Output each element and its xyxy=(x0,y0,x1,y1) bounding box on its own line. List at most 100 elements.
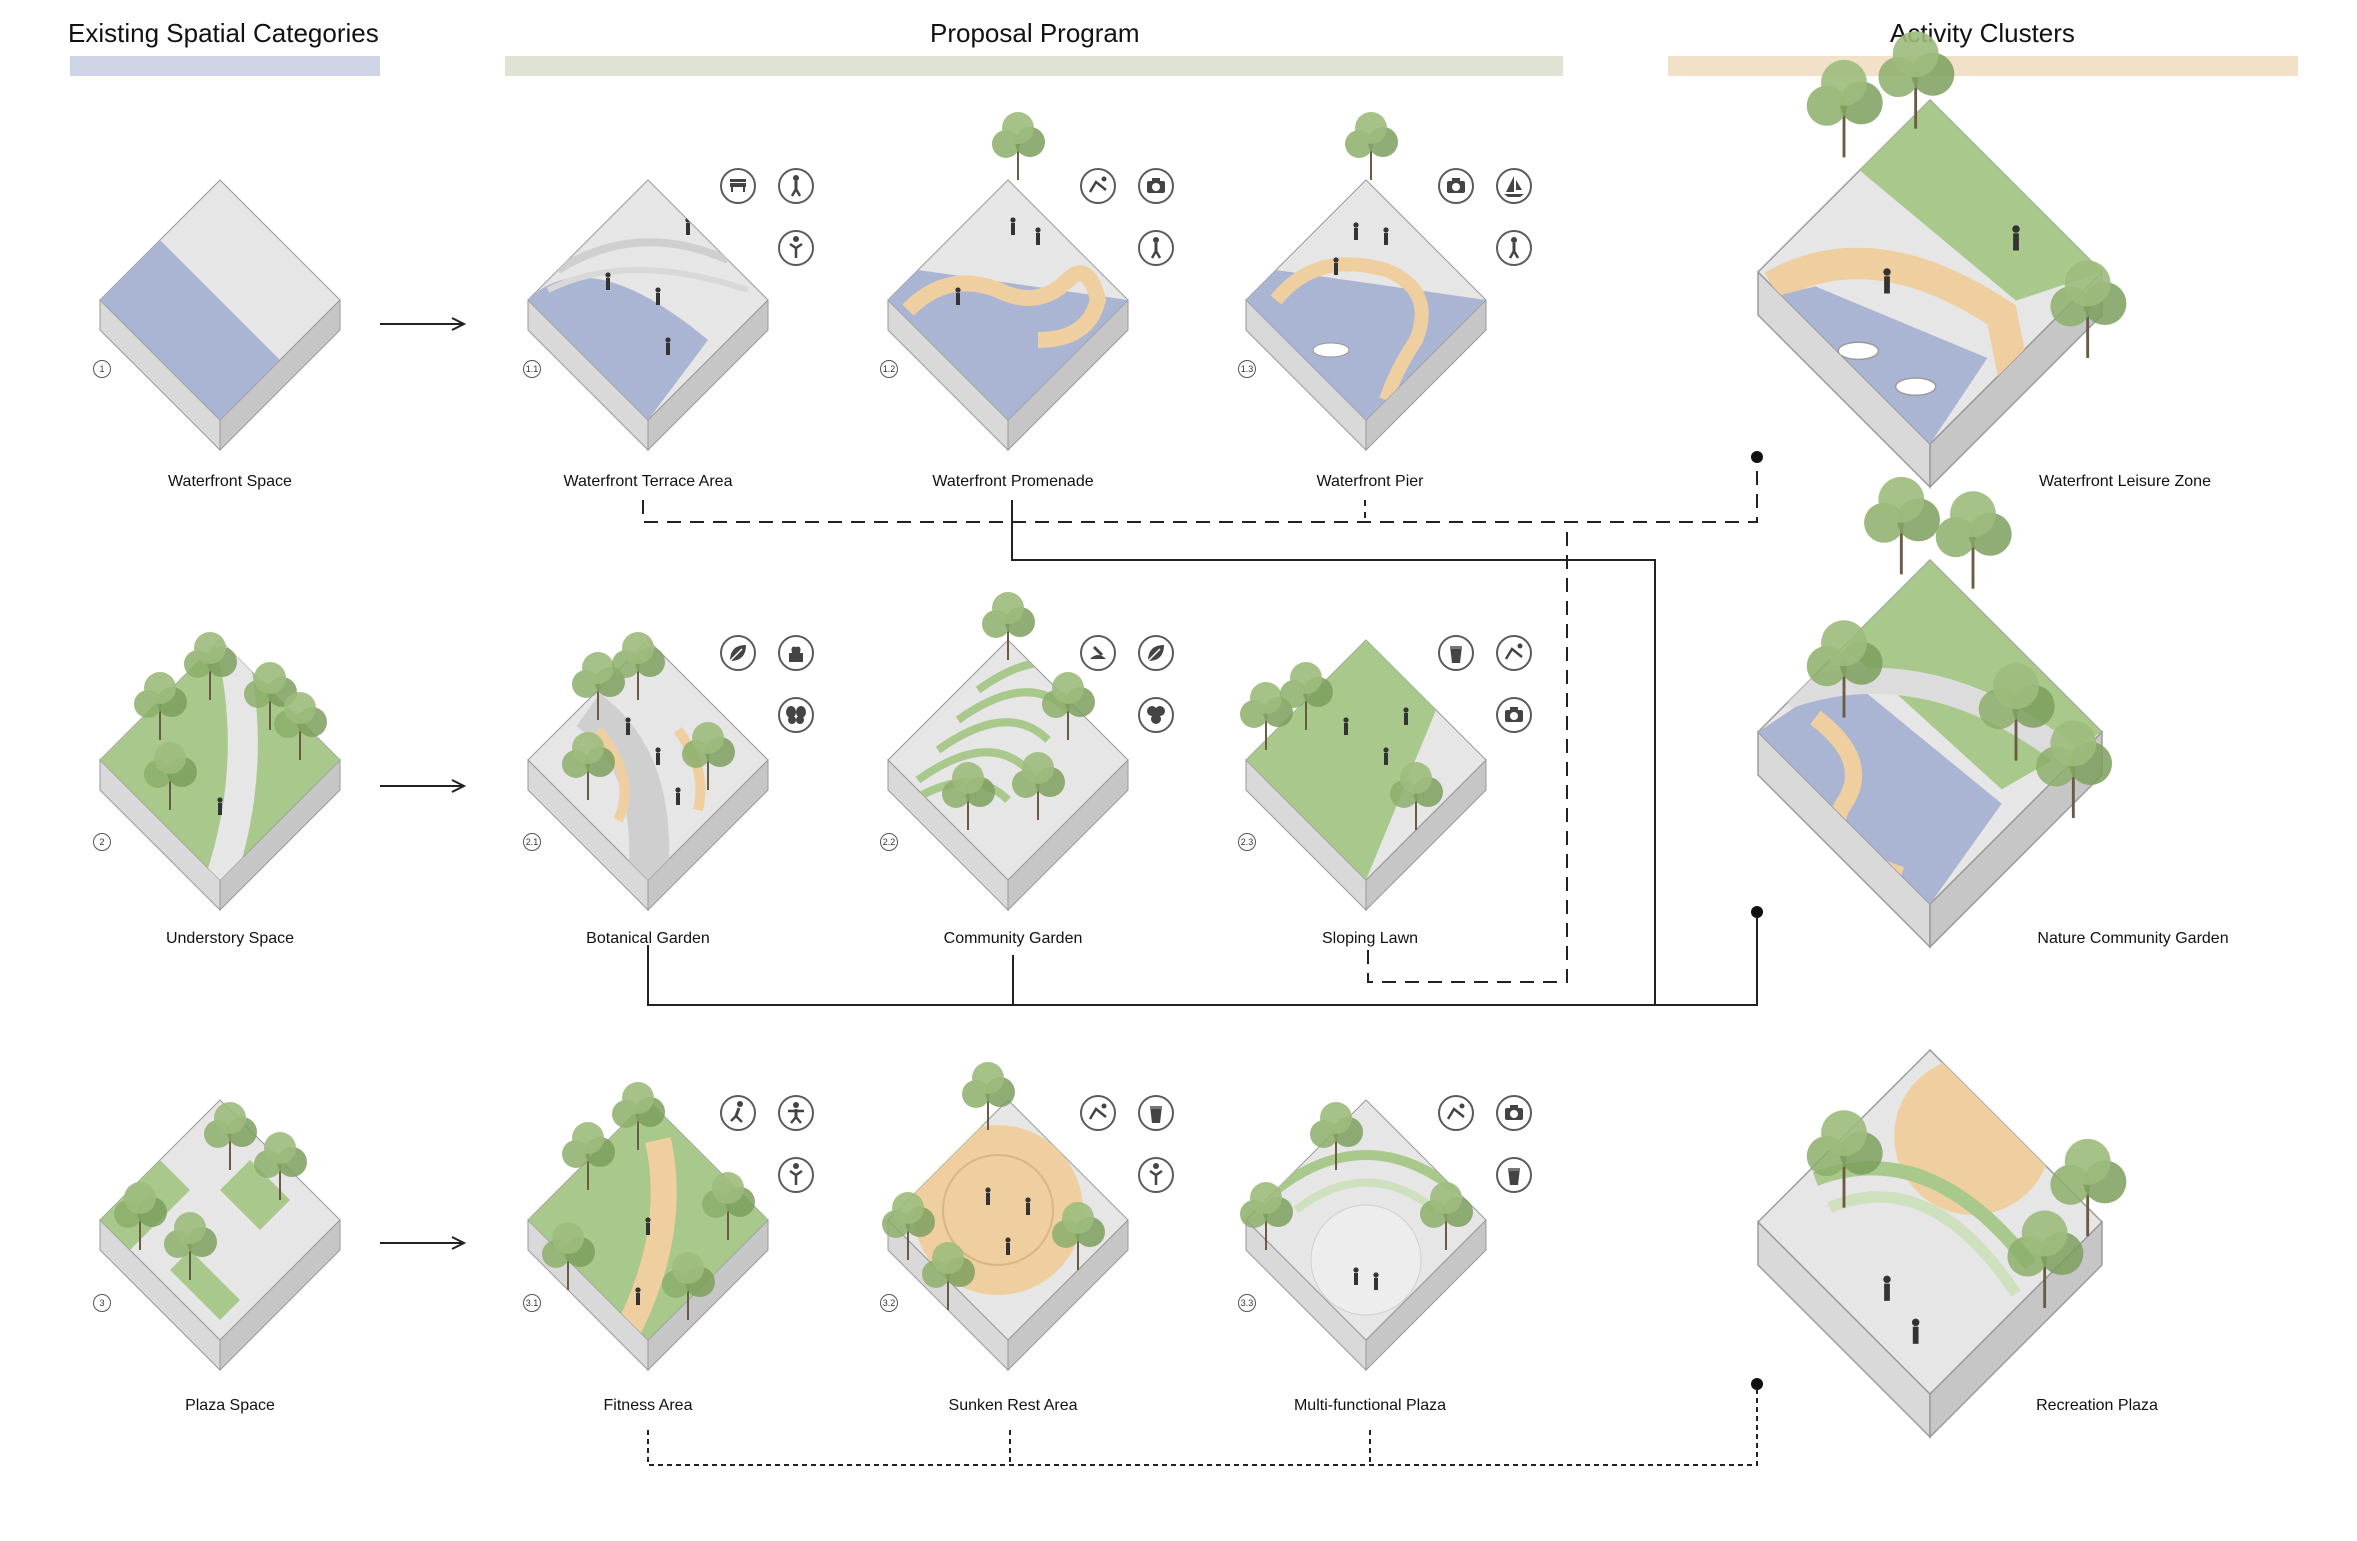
label-botanical-garden: Botanical Garden xyxy=(586,930,710,948)
camera-icon xyxy=(1496,1095,1532,1131)
leaf-icon xyxy=(720,635,756,671)
yoga-icon xyxy=(778,1157,814,1193)
label-nature-community-garden: Nature Community Garden xyxy=(2037,930,2228,948)
diagram-sunken-rest-area xyxy=(888,1100,1128,1405)
label-community-garden: Community Garden xyxy=(944,930,1083,948)
person-figure xyxy=(1383,227,1388,245)
person-figure xyxy=(1883,1276,1890,1301)
person-figure xyxy=(1403,707,1408,725)
lounge-chair-icon xyxy=(1080,168,1116,204)
person-figure xyxy=(1383,747,1388,765)
person-figure xyxy=(1353,1267,1358,1285)
walking-icon xyxy=(1138,230,1174,266)
label-waterfront-terrace-area: Waterfront Terrace Area xyxy=(564,473,733,491)
person-figure xyxy=(685,217,690,235)
arrow-row-1 xyxy=(380,318,464,330)
item-number: 1.3 xyxy=(1238,360,1256,378)
person-figure xyxy=(1035,227,1040,245)
butterfly-icon xyxy=(778,697,814,733)
yoga-icon xyxy=(1138,1157,1174,1193)
person-figure xyxy=(1333,257,1338,275)
person-figure xyxy=(1010,217,1015,235)
diagram-waterfront-leisure-zone xyxy=(1720,100,2140,535)
person-figure xyxy=(2012,225,2019,250)
person-figure xyxy=(1883,268,1890,293)
label-multi-functional-plaza: Multi-functional Plaza xyxy=(1294,1397,1446,1415)
person-figure xyxy=(665,337,670,355)
boat xyxy=(1838,342,1878,359)
sailboat-icon xyxy=(1496,168,1532,204)
label-understory-space: Understory Space xyxy=(166,930,294,948)
item-number: 2.3 xyxy=(1238,833,1256,851)
item-number: 3.1 xyxy=(523,1294,541,1312)
person-figure xyxy=(955,287,960,305)
connector-recreation-plaza xyxy=(648,1384,1757,1465)
boat xyxy=(1313,343,1349,357)
item-number: 1 xyxy=(93,360,111,378)
diagram-multi-functional-plaza xyxy=(1246,1100,1486,1405)
person-figure xyxy=(655,287,660,305)
person-figure xyxy=(1912,1319,1919,1344)
camera-icon xyxy=(1438,168,1474,204)
leaf-icon xyxy=(1138,635,1174,671)
diagram-waterfront-terrace-area xyxy=(528,180,768,485)
berries-icon xyxy=(1138,697,1174,733)
diagram-sloping-lawn xyxy=(1246,640,1486,945)
person-figure xyxy=(605,272,610,290)
sunken-plaza xyxy=(1894,1057,2052,1215)
item-number: 3 xyxy=(93,1294,111,1312)
camera-icon xyxy=(1496,697,1532,733)
central-plaza xyxy=(1311,1205,1421,1315)
person-figure xyxy=(1025,1197,1030,1215)
person-figure xyxy=(1343,717,1348,735)
label-sloping-lawn: Sloping Lawn xyxy=(1322,930,1418,948)
diagram-waterfront-pier xyxy=(1246,180,1486,485)
drink-icon xyxy=(1496,1157,1532,1193)
label-waterfront-pier: Waterfront Pier xyxy=(1317,473,1424,491)
arrow-row-3 xyxy=(380,1237,464,1249)
diagram-botanical-garden xyxy=(528,640,768,945)
person-figure xyxy=(1005,1237,1010,1255)
label-fitness-area: Fitness Area xyxy=(604,1397,693,1415)
person-figure xyxy=(625,717,630,735)
lounge-chair-icon xyxy=(1496,635,1532,671)
connector-waterfront-leisure xyxy=(643,457,1757,522)
planter-icon xyxy=(778,635,814,671)
label-waterfront-promenade: Waterfront Promenade xyxy=(932,473,1093,491)
diagram-plaza-space xyxy=(100,1100,340,1405)
person-figure xyxy=(1353,222,1358,240)
person-figure xyxy=(635,1287,640,1305)
person-figure xyxy=(217,797,222,815)
lounge-chair-icon xyxy=(1080,1095,1116,1131)
boat xyxy=(1896,378,1936,395)
walking-icon xyxy=(778,168,814,204)
diagram-fitness-area xyxy=(528,1100,768,1405)
label-waterfront-leisure-zone: Waterfront Leisure Zone xyxy=(2039,473,2211,491)
diagram-waterfront-promenade xyxy=(888,180,1128,485)
camera-icon xyxy=(1138,168,1174,204)
lounge-chair-icon xyxy=(1438,1095,1474,1131)
diagram-recreation-plaza xyxy=(1720,1050,2140,1485)
label-plaza-space: Plaza Space xyxy=(185,1397,275,1415)
diagram-waterfront-space xyxy=(100,180,340,485)
item-number: 1.1 xyxy=(523,360,541,378)
connector-nature-garden xyxy=(648,912,1757,1005)
person-figure xyxy=(645,1217,650,1235)
item-number: 1.2 xyxy=(880,360,898,378)
diagram-understory-space xyxy=(100,640,340,945)
item-number: 2.1 xyxy=(523,833,541,851)
label-sunken-rest-area: Sunken Rest Area xyxy=(949,1397,1078,1415)
exercise-icon xyxy=(778,1095,814,1131)
person-figure xyxy=(985,1187,990,1205)
walking-icon xyxy=(1496,230,1532,266)
person-figure xyxy=(675,787,680,805)
drink-icon xyxy=(1138,1095,1174,1131)
item-number: 2 xyxy=(93,833,111,851)
running-icon xyxy=(720,1095,756,1131)
label-waterfront-space: Waterfront Space xyxy=(168,473,292,491)
diagram-community-garden xyxy=(888,640,1128,945)
person-figure xyxy=(1373,1272,1378,1290)
item-number: 3.2 xyxy=(880,1294,898,1312)
item-number: 3.3 xyxy=(1238,1294,1256,1312)
